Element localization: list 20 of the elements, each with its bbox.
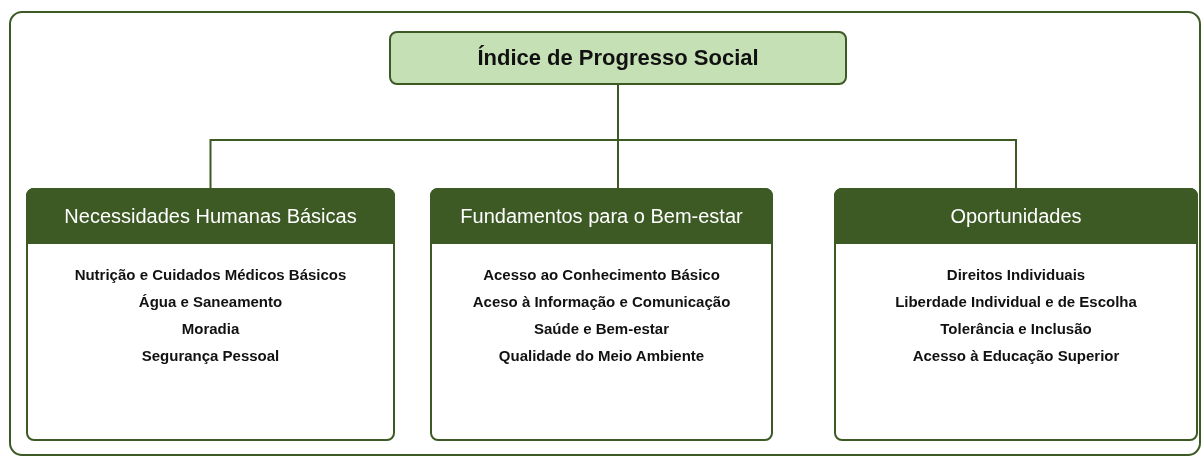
category-card bbox=[834, 188, 1198, 441]
component-item: Acesso à Educação Superior bbox=[912, 347, 1120, 365]
component-item: Direitos Individuais bbox=[946, 266, 1086, 284]
component-item: Saúde e Bem-estar bbox=[533, 320, 670, 338]
component-item: Nutrição e Cuidados Médicos Básicos bbox=[74, 266, 347, 284]
component-item: Acesso ao Conhecimento Básico bbox=[483, 266, 720, 284]
category-heading: Necessidades Humanas Básicas bbox=[64, 204, 357, 228]
category-heading: Fundamentos para o Bem-estar bbox=[460, 204, 743, 228]
index-title: Índice de Progresso Social bbox=[477, 45, 759, 71]
component-item: Segurança Pessoal bbox=[141, 347, 280, 365]
component-item: Água e Saneamento bbox=[138, 293, 283, 311]
component-item: Liberdade Individual e de Escolha bbox=[895, 293, 1137, 311]
component-item: Moradia bbox=[181, 320, 240, 338]
category-heading: Oportunidades bbox=[950, 204, 1082, 228]
category-card bbox=[26, 188, 395, 441]
title-box bbox=[389, 31, 847, 85]
component-item: Qualidade do Meio Ambiente bbox=[498, 347, 705, 365]
component-item: Aceso à Informação e Comunicação bbox=[472, 293, 731, 311]
category-card bbox=[430, 188, 773, 441]
component-item: Tolerância e Inclusão bbox=[940, 320, 1092, 338]
